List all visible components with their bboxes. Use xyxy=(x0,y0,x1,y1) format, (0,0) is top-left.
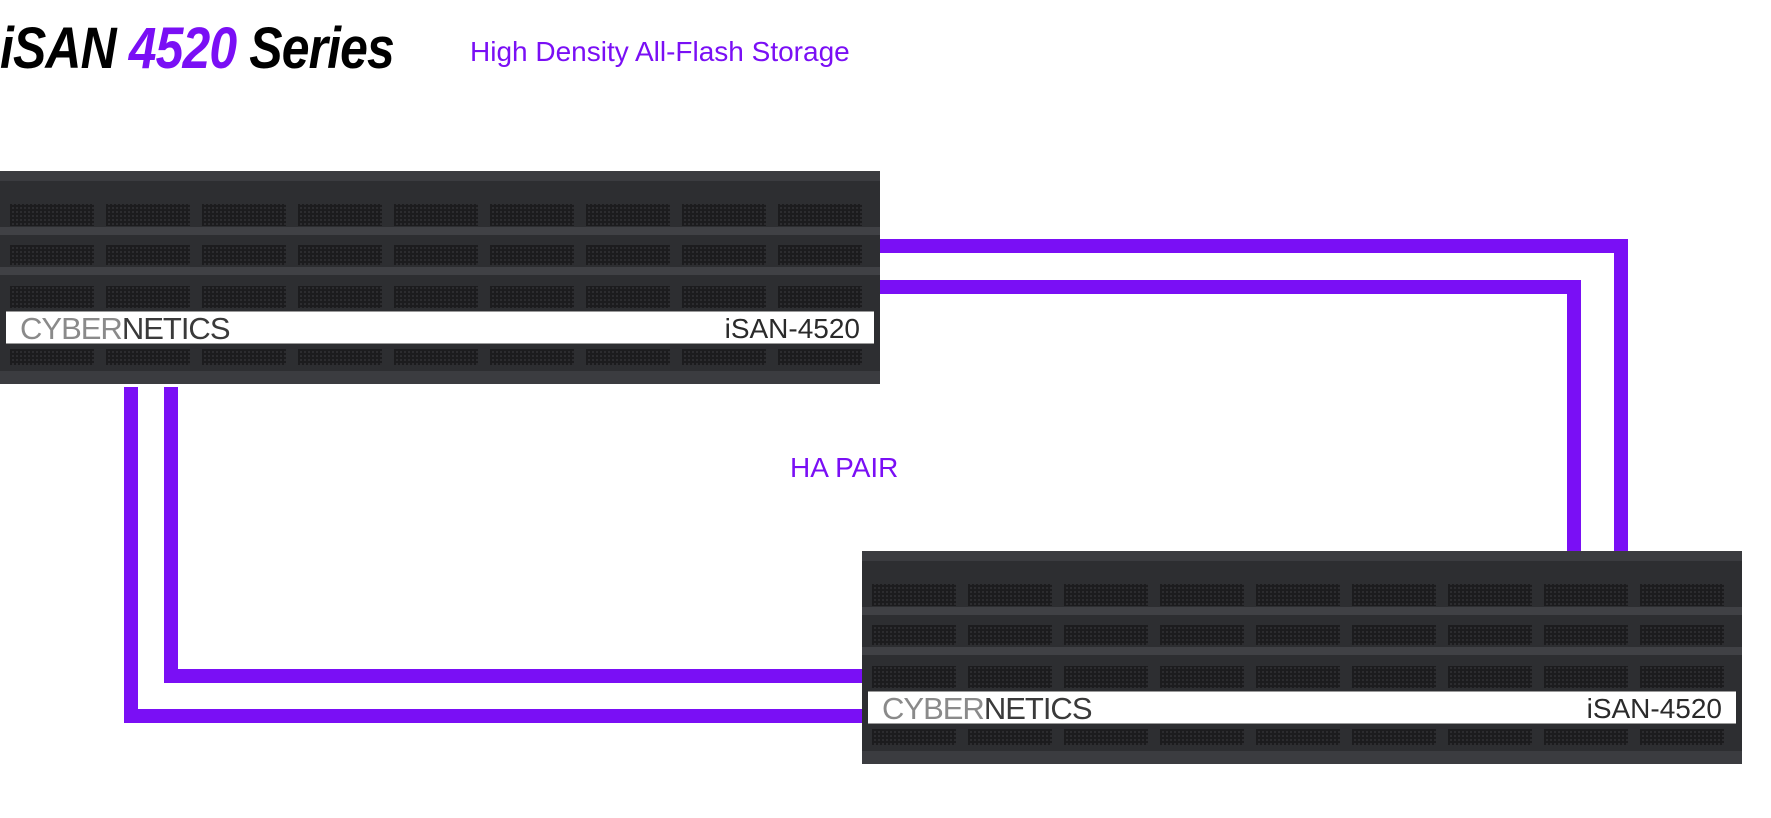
title-suffix: Series xyxy=(249,16,394,81)
drive-bay-vent xyxy=(298,204,382,226)
drive-bay-vent xyxy=(106,286,190,308)
drive-bay-vent xyxy=(202,245,286,265)
series-title: iSAN 4520 Series xyxy=(0,14,395,84)
drive-bay-vent xyxy=(394,286,478,308)
drive-bay-vent xyxy=(682,349,766,365)
drive-bay-vent xyxy=(872,625,956,645)
drive-bay-vent xyxy=(586,349,670,365)
drive-bay-vent xyxy=(10,286,94,308)
drive-bay-vent xyxy=(106,245,190,265)
drive-bay-vent xyxy=(1352,666,1436,688)
cable-lower-outer xyxy=(124,387,868,723)
storage-node-1: CYBERNETICS iSAN-4520 xyxy=(0,171,880,384)
front-label-strip: CYBERNETICS iSAN-4520 xyxy=(6,311,874,346)
drive-bay-vent xyxy=(10,349,94,365)
drive-bay-vent xyxy=(202,286,286,308)
drive-bay-vent xyxy=(106,204,190,226)
cable-upper-inner xyxy=(878,280,1581,553)
brand-logo: CYBERNETICS xyxy=(20,311,230,346)
drive-bay-vent xyxy=(968,584,1052,606)
drive-bay-vent xyxy=(1640,625,1724,645)
storage-node-2: CYBERNETICS iSAN-4520 xyxy=(862,551,1742,764)
drive-bay-vent xyxy=(298,349,382,365)
drive-bay-vent xyxy=(1640,584,1724,606)
drive-bay-vent xyxy=(394,349,478,365)
drive-bay-vent xyxy=(1256,666,1340,688)
drive-bay-vent xyxy=(1160,729,1244,745)
drive-bay-vent xyxy=(394,204,478,226)
cable-upper-outer xyxy=(878,239,1628,553)
drive-bay-vent xyxy=(490,245,574,265)
drive-bay-vent xyxy=(682,286,766,308)
cable-lower-inner xyxy=(164,387,868,683)
model-label: iSAN-4520 xyxy=(724,313,860,344)
drive-bay-vent xyxy=(202,349,286,365)
drive-bay-vent xyxy=(872,729,956,745)
drive-bay-vent xyxy=(298,245,382,265)
drive-bay-vent xyxy=(682,245,766,265)
drive-bay-vent xyxy=(968,729,1052,745)
drive-bay-vent xyxy=(1448,584,1532,606)
drive-bay-vent xyxy=(1160,584,1244,606)
drive-bay-vent xyxy=(1544,584,1628,606)
drive-bay-vent xyxy=(1352,625,1436,645)
drive-bay-vent xyxy=(1160,666,1244,688)
drive-bay-vent xyxy=(1448,666,1532,688)
drive-bay-vent xyxy=(490,349,574,365)
drive-bay-vent xyxy=(778,286,862,308)
drive-bay-vent xyxy=(968,666,1052,688)
drive-bay-vent xyxy=(1544,666,1628,688)
drive-bay-vent xyxy=(778,245,862,265)
drive-bay-vent xyxy=(872,584,956,606)
drive-bay-vent xyxy=(872,666,956,688)
drive-bay-vent xyxy=(394,245,478,265)
drive-bay-vent xyxy=(490,286,574,308)
drive-bay-vent xyxy=(1448,729,1532,745)
drive-bay-vent xyxy=(1448,625,1532,645)
page-header: iSAN 4520 Series xyxy=(0,14,458,84)
drive-bay-vent xyxy=(1640,666,1724,688)
drive-bay-vent xyxy=(1352,584,1436,606)
drive-bay-vent xyxy=(1064,666,1148,688)
drive-bay-vent xyxy=(682,204,766,226)
drive-bay-vent xyxy=(1256,584,1340,606)
drive-bay-vent xyxy=(1640,729,1724,745)
drive-bay-vent xyxy=(1544,625,1628,645)
drive-bay-vent xyxy=(1256,729,1340,745)
subtitle: High Density All-Flash Storage xyxy=(470,36,850,67)
drive-bay-vent xyxy=(778,349,862,365)
ha-pair-label: HA PAIR xyxy=(790,452,899,483)
drive-bay-vent xyxy=(1160,625,1244,645)
drive-bay-vent xyxy=(1064,584,1148,606)
drive-bay-vent xyxy=(1064,625,1148,645)
drive-bay-vent xyxy=(1352,729,1436,745)
title-model-number: 4520 xyxy=(128,16,237,81)
drive-bay-vent xyxy=(10,245,94,265)
chassis-front-panel xyxy=(862,551,1742,764)
model-label: iSAN-4520 xyxy=(1586,693,1722,724)
drive-bay-vent xyxy=(106,349,190,365)
drive-bay-vent xyxy=(1544,729,1628,745)
drive-bay-vent xyxy=(1256,625,1340,645)
drive-bay-vent xyxy=(298,286,382,308)
brand-logo: CYBERNETICS xyxy=(882,691,1092,726)
drive-bay-vent xyxy=(202,204,286,226)
drive-bay-vent xyxy=(586,286,670,308)
drive-bay-vent xyxy=(586,204,670,226)
front-label-strip: CYBERNETICS iSAN-4520 xyxy=(868,691,1736,726)
drive-bay-vent xyxy=(490,204,574,226)
title-prefix: iSAN xyxy=(0,16,117,81)
drive-bay-vent xyxy=(10,204,94,226)
chassis-front-panel xyxy=(0,171,880,384)
drive-bay-vent xyxy=(586,245,670,265)
drive-bay-vent xyxy=(1064,729,1148,745)
drive-bay-vent xyxy=(968,625,1052,645)
drive-bay-vent xyxy=(778,204,862,226)
